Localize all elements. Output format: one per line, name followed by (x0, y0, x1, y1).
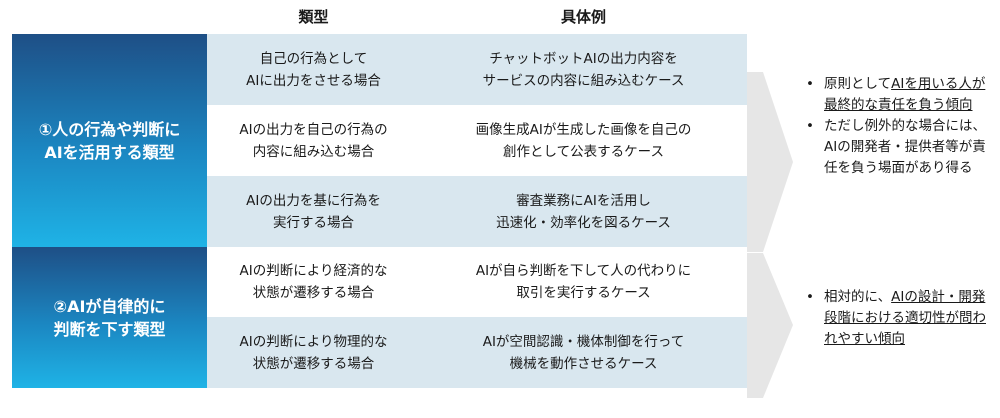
chevron-right-icon (747, 253, 793, 398)
note-emphasis: AIの設計・開発段階における適切性が問われやすい傾向 (824, 289, 986, 347)
chevron-arrow-group-2 (747, 253, 793, 398)
notes-group-1: 原則としてAIを用いる人が最終的な責任を負う傾向 ただし例外的な場合には、AIの… (800, 74, 992, 179)
chevron-arrow-group-1 (747, 72, 793, 252)
header-type: 類型 (298, 8, 329, 26)
row-type-cell: AIの判断により経済的な 状態が遷移する場合 (207, 247, 420, 317)
note-text: 原則として (824, 76, 892, 92)
category-human-use: ①人の行為や判断に AIを活用する類型 (12, 34, 207, 247)
note-text: ただし例外的な場合には、AIの開発者・提供者等が責任を負う場面があり得る (824, 118, 986, 176)
chevron-right-icon (747, 72, 793, 252)
notes-group-2: 相対的に、AIの設計・開発段階における適切性が問われやすい傾向 (800, 287, 992, 350)
note-text: 相対的に、 (824, 289, 892, 305)
note-item: 原則としてAIを用いる人が最終的な責任を負う傾向 (800, 74, 992, 116)
category-label: ②AIが自律的に 判断を下す類型 (53, 296, 166, 339)
header-example: 具体例 (560, 8, 606, 26)
row-example-cell: 審査業務にAIを活用し 迅速化・効率化を図るケース (420, 176, 747, 247)
note-emphasis: AIを用いる人が最終的な責任を負う傾向 (824, 76, 986, 113)
row-type-cell: AIの出力を基に行為を 実行する場合 (207, 176, 420, 247)
row-type-cell: 自己の行為として AIに出力をさせる場合 (207, 34, 420, 105)
row-example-cell: AIが空間認識・機体制御を行って 機械を動作させるケース (420, 317, 747, 388)
row-example-cell: 画像生成AIが生成した画像を自己の 創作として公表するケース (420, 105, 747, 176)
category-label: ①人の行為や判断に AIを活用する類型 (38, 119, 181, 162)
row-example-cell: チャットボットAIの出力内容を サービスの内容に組み込むケース (420, 34, 747, 105)
row-type-cell: AIの判断により物理的な 状態が遷移する場合 (207, 317, 420, 388)
row-type-cell: AIの出力を自己の行為の 内容に組み込む場合 (207, 105, 420, 176)
note-item: ただし例外的な場合には、AIの開発者・提供者等が責任を負う場面があり得る (800, 116, 992, 179)
category-ai-autonomous: ②AIが自律的に 判断を下す類型 (12, 247, 207, 388)
note-item: 相対的に、AIの設計・開発段階における適切性が問われやすい傾向 (800, 287, 992, 350)
row-example-cell: AIが自ら判断を下して人の代わりに 取引を実行するケース (420, 247, 747, 317)
